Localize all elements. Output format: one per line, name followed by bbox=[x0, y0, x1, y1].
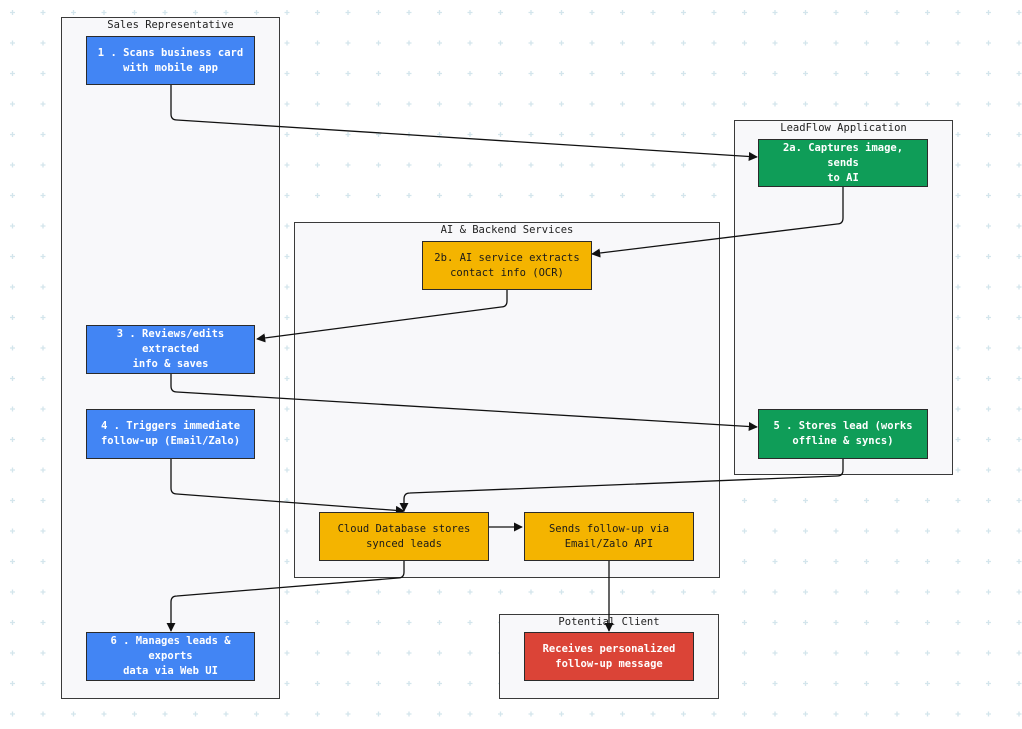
node-manage-leads-export[interactable]: 6 . Manages leads & exports data via Web… bbox=[86, 632, 255, 681]
node-capture-image[interactable]: 2a. Captures image, sends to AI bbox=[758, 139, 928, 187]
node-review-edit-save[interactable]: 3 . Reviews/edits extracted info & saves bbox=[86, 325, 255, 374]
node-cloud-database[interactable]: Cloud Database stores synced leads bbox=[319, 512, 489, 561]
node-ai-extract-ocr[interactable]: 2b. AI service extracts contact info (OC… bbox=[422, 241, 592, 290]
lane-title-backend: AI & Backend Services bbox=[440, 224, 574, 236]
lane-title-client: Potential Client bbox=[558, 616, 660, 628]
node-receive-follow-up[interactable]: Receives personalized follow-up message bbox=[524, 632, 694, 681]
lane-title-sales: Sales Representative bbox=[107, 19, 234, 31]
node-store-lead[interactable]: 5 . Stores lead (works offline & syncs) bbox=[758, 409, 928, 459]
node-send-follow-up-api[interactable]: Sends follow-up via Email/Zalo API bbox=[524, 512, 694, 561]
lane-title-leadflow: LeadFlow Application bbox=[780, 122, 907, 134]
node-scan-business-card[interactable]: 1 . Scans business card with mobile app bbox=[86, 36, 255, 85]
node-trigger-follow-up[interactable]: 4 . Triggers immediate follow-up (Email/… bbox=[86, 409, 255, 459]
